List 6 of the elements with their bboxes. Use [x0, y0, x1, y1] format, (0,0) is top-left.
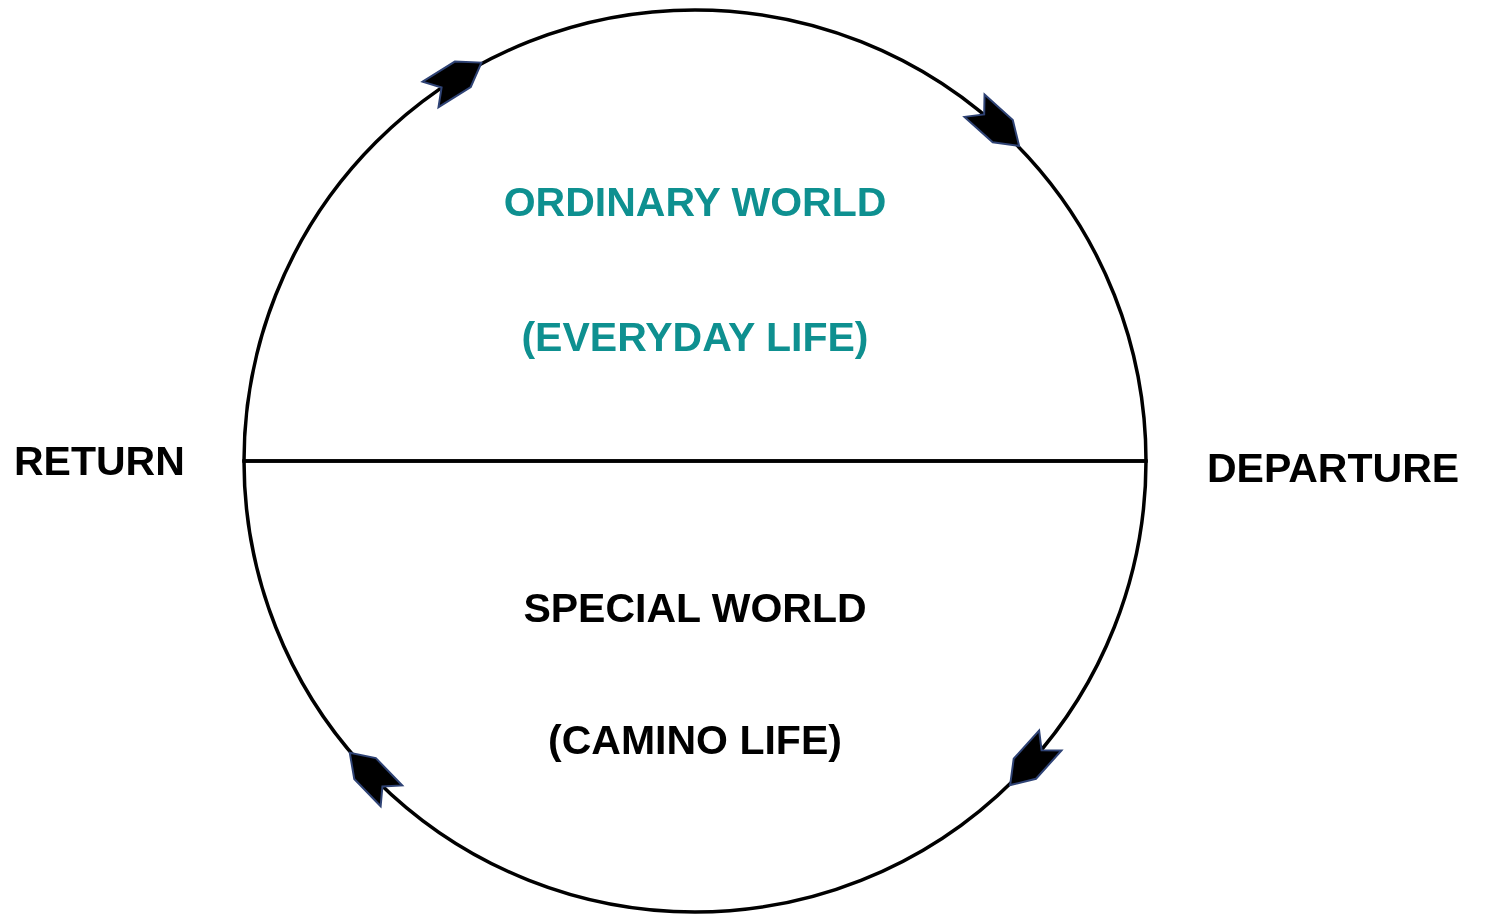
world-subtitle: (EVERYDAY LIFE)	[521, 313, 869, 361]
world-subtitle: (CAMINO LIFE)	[548, 716, 842, 764]
world-title: SPECIAL WORLD	[523, 584, 867, 632]
stage-label: DEPARTURE	[1207, 444, 1460, 492]
stage-label: RETURN	[14, 437, 185, 485]
world-title: ORDINARY WORLD	[503, 178, 887, 226]
